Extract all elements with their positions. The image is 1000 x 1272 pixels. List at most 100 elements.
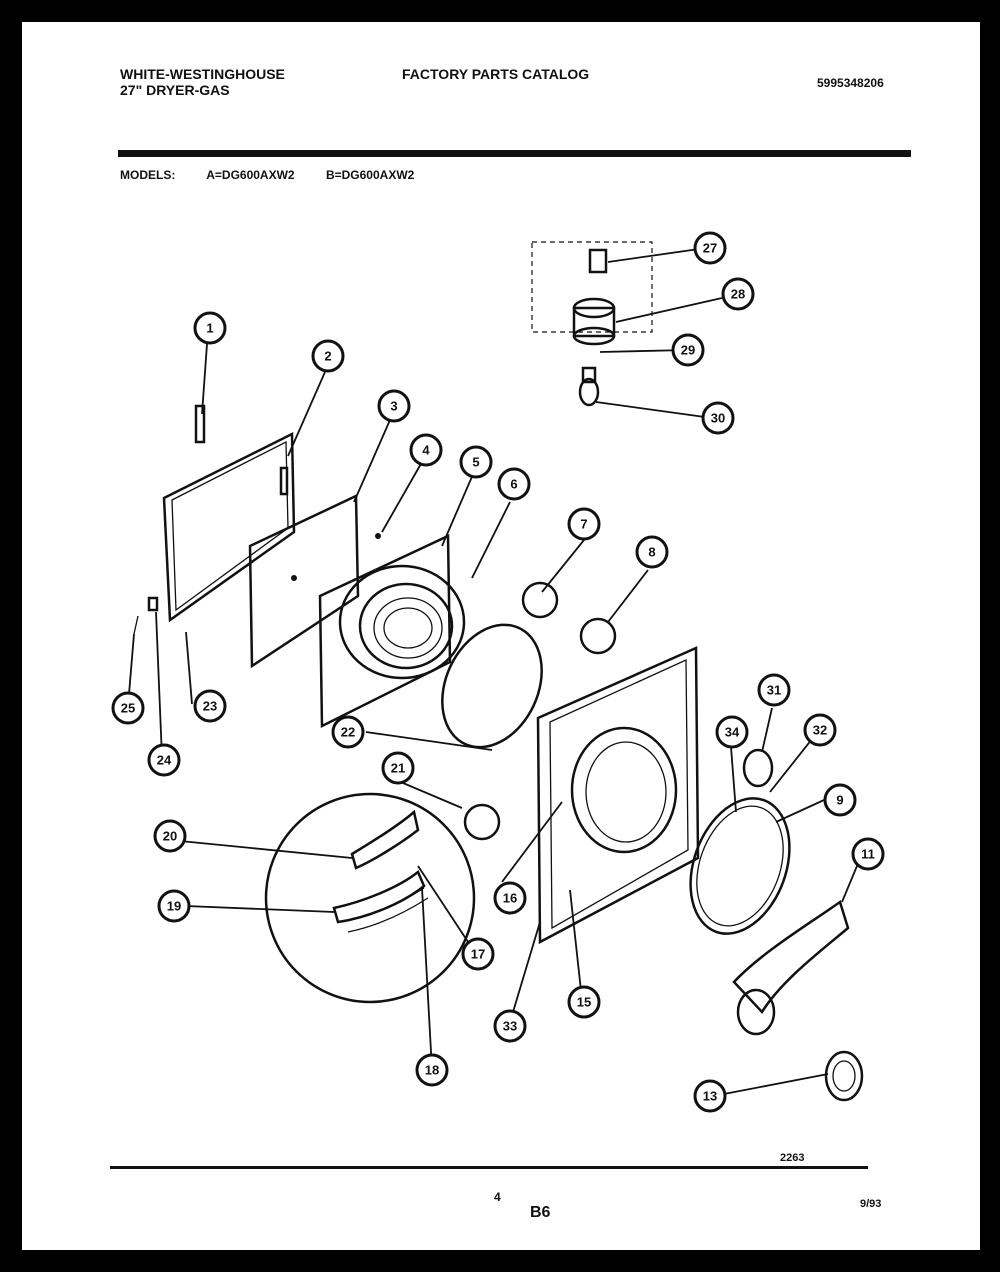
footer-rule [110,1166,868,1169]
front-panel-inset [549,658,689,930]
detail-view-circle [264,792,476,1004]
callout-8: 8 [635,535,669,569]
svg-text:28: 28 [731,287,745,302]
callout-17: 17 [461,937,495,971]
svg-text:23: 23 [203,699,217,714]
inner-door-bowl-inner [358,582,454,670]
callout-28: 28 [721,277,755,311]
ring-part-9 [689,797,791,935]
detail-line-2 [347,897,429,933]
svg-text:15: 15 [577,995,591,1010]
callout-21: 21 [381,751,415,785]
front-panel-opening [570,726,678,854]
door-hinge-part-1 [194,404,206,444]
svg-text:31: 31 [767,683,781,698]
callout-11: 11 [851,837,885,871]
svg-text:34: 34 [725,725,740,740]
callout-19: 19 [157,889,191,923]
door-gasket [441,623,543,749]
svg-text:9: 9 [836,793,843,808]
brand-name: WHITE-WESTINGHOUSE [120,66,285,82]
icon-8-bubble [579,617,617,655]
callout-31: 31 [757,673,791,707]
top-assembly [531,241,653,407]
section-code: B6 [530,1204,551,1221]
svg-text:32: 32 [813,723,827,738]
catalog-date: 9/93 [860,1198,882,1210]
svg-text:21: 21 [391,761,405,776]
callout-4: 4 [409,433,443,467]
svg-text:20: 20 [163,829,177,844]
door-liner [248,494,360,669]
svg-text:11: 11 [861,847,875,862]
svg-text:25: 25 [121,701,135,716]
part-25 [133,615,139,635]
callout-30: 30 [701,401,735,435]
callout-6: 6 [497,467,531,501]
svg-text:8: 8 [648,545,655,560]
svg-text:24: 24 [157,753,172,768]
svg-text:19: 19 [167,899,181,914]
svg-text:22: 22 [341,725,355,740]
lint-screen-mesh-2 [383,607,433,649]
part-30-stem [581,366,597,384]
part-27 [588,248,608,274]
callout-3: 3 [377,389,411,423]
svg-text:6: 6 [510,477,517,492]
svg-text:29: 29 [681,343,695,358]
lint-screen-mesh [373,597,443,659]
product-name: 27" DRYER-GAS [120,82,230,98]
door-outer-inset [171,440,289,612]
header-rule [118,150,911,157]
ring-part-9-inner [696,805,784,927]
front-panel [536,646,700,945]
svg-text:27: 27 [703,241,717,256]
duct-part-11 [732,899,850,1015]
models-line: MODELS: A=DG600AXW2 B=DG600AXW2 [120,168,442,182]
svg-text:7: 7 [580,517,587,532]
bearing-part-31 [742,748,774,788]
callout-32: 32 [803,713,837,747]
svg-text:5: 5 [472,455,479,470]
part-4-dot [375,533,381,539]
page-number: 4 [494,1190,501,1204]
svg-text:2: 2 [324,349,331,364]
callout-22: 22 [331,715,365,749]
svg-text:3: 3 [390,399,397,414]
seal-part-13 [824,1050,864,1102]
svg-text:30: 30 [711,411,725,426]
part-24 [147,596,159,612]
callout-24: 24 [147,743,181,777]
catalog-part-number: 5995348206 [817,76,884,90]
door-latch-strip [279,466,289,496]
part-30 [578,377,600,407]
exploded-parts-diagram: 1 2 3 4 5 6 7 8 9 11 13 16 17 18 19 20 2… [111,231,885,1113]
callout-27: 27 [693,231,727,265]
icon-21-bubble [463,803,501,841]
svg-text:17: 17 [471,947,485,962]
leader-lines [127,247,863,1095]
liner-screw-dot [291,575,297,581]
seal-part-13-inner [832,1060,856,1092]
detail-part-19 [332,869,426,924]
callout-18: 18 [415,1053,449,1087]
callout-34: 34 [715,715,749,749]
model-a: A=DG600AXW2 [206,168,295,182]
callout-15: 15 [567,985,601,1019]
callout-7: 7 [567,507,601,541]
catalog-sheet: WHITE-WESTINGHOUSE 27" DRYER-GAS FACTORY… [22,22,980,1250]
front-panel-opening-rim [585,741,667,843]
callout-33: 33 [493,1009,527,1043]
inner-door-bowl-outer [338,564,466,680]
svg-text:33: 33 [503,1019,517,1034]
svg-text:16: 16 [503,891,517,906]
model-b: B=DG600AXW2 [325,168,415,182]
brand-block: WHITE-WESTINGHOUSE 27" DRYER-GAS [120,66,285,98]
svg-text:18: 18 [425,1063,439,1078]
callout-1: 1 [193,311,227,345]
diagram-number: 2263 [780,1152,805,1164]
inner-door [318,534,452,729]
callout-20: 20 [153,819,187,853]
svg-text:4: 4 [422,443,430,458]
